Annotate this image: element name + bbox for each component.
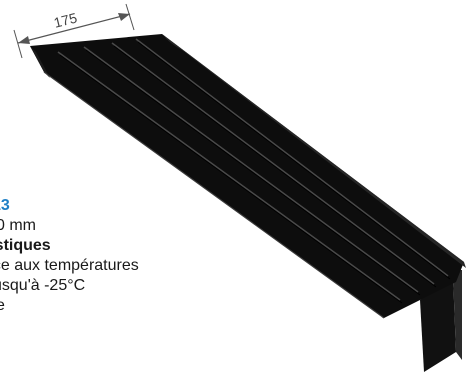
feature-item: nce aux températures bbox=[0, 257, 139, 274]
profile-leg-edge bbox=[448, 270, 462, 360]
profile-back-edge bbox=[162, 34, 466, 268]
profile-grooves bbox=[57, 38, 449, 301]
profile-vertical-leg bbox=[420, 276, 456, 372]
product-reference: 13 bbox=[0, 197, 10, 214]
product-description: 13 0 mm ristiques nce aux températures u… bbox=[0, 196, 250, 316]
profile-front-lip bbox=[30, 46, 50, 78]
dimension-label: 175 bbox=[52, 10, 79, 31]
features-heading: ristiques bbox=[0, 237, 51, 254]
product-size: 0 mm bbox=[0, 217, 36, 234]
dimension-arrow bbox=[13, 3, 135, 59]
feature-item: e bbox=[0, 297, 5, 314]
feature-item: usqu'à -25°C bbox=[0, 277, 86, 294]
